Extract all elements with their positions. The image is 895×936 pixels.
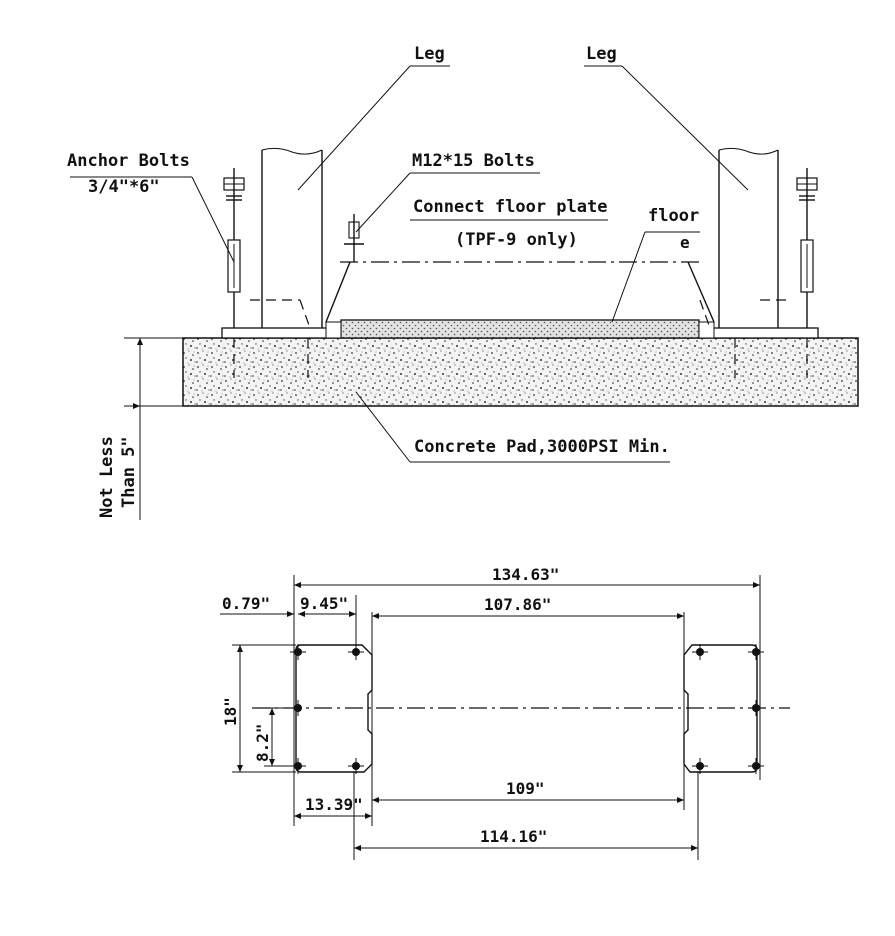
- m12-bolt: [344, 214, 364, 262]
- dim-inner-top: 107.86": [484, 595, 551, 614]
- right-anchor-bolt: [734, 168, 818, 378]
- left-base-plate-plan: [295, 644, 373, 773]
- m12-bolts-label: M12*15 Bolts: [412, 151, 535, 171]
- dim-edge: 0.79": [222, 594, 270, 613]
- right-bolt-holes: [692, 644, 764, 774]
- dim-bolt-span: 114.16": [480, 827, 547, 846]
- anchor-bolts-size: 3/4"*6": [88, 177, 160, 197]
- pad-thickness-dimension: Not Less Than 5": [97, 337, 183, 520]
- left-anchor-bolt: [223, 168, 309, 378]
- thickness-line1: Not Less: [97, 436, 117, 518]
- anchor-bolts-label: Anchor Bolts: [67, 151, 190, 171]
- connect-plate-label: Connect floor plate: [413, 197, 607, 217]
- left-base-plate: [221, 327, 341, 339]
- dim-base-width: 9.45": [300, 594, 348, 613]
- floor-plate: [340, 319, 700, 339]
- thickness-line2: Than 5": [119, 436, 139, 508]
- left-bolt-holes: [290, 644, 364, 774]
- dim-inner-bottom: 109": [506, 779, 545, 798]
- concrete-label: Concrete Pad,3000PSI Min.: [414, 437, 670, 457]
- right-leg: [718, 147, 779, 328]
- tpf-note: (TPF-9 only): [455, 230, 578, 250]
- elevation-view: Leg Leg Anchor Bolts 3/4"*6" M12*15 Bolt…: [67, 44, 859, 520]
- dim-base-offset: 13.39": [305, 795, 363, 814]
- right-base-plate: [699, 327, 819, 339]
- dim-half-depth: 8.2": [253, 723, 272, 762]
- floor-label-suffix: e: [680, 233, 690, 252]
- concrete-pad: [182, 337, 859, 407]
- leg-left-label: Leg: [414, 44, 445, 64]
- dim-overall: 134.63": [492, 565, 559, 584]
- left-leg: [261, 147, 323, 328]
- leg-right-label: Leg: [586, 44, 617, 64]
- plan-view: 134.63" 0.79" 9.45" 107.86" 18" 8.2" 109…: [220, 565, 790, 860]
- floor-label: floor: [648, 206, 699, 226]
- dim-depth: 18": [221, 697, 240, 726]
